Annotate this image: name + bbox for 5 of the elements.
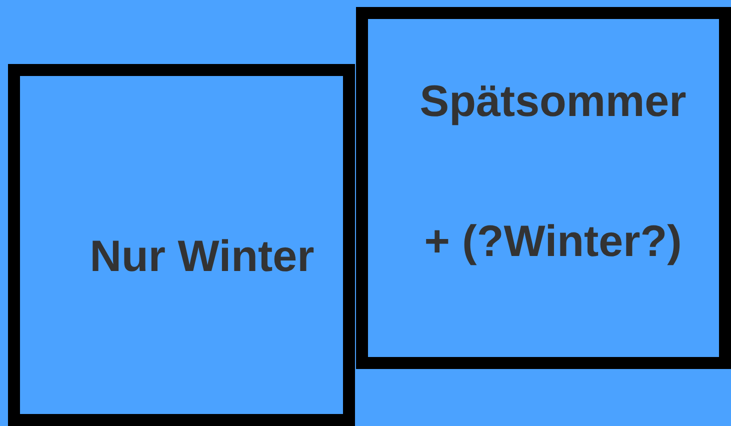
box-text: + (?Winter?) [423, 216, 683, 268]
box-heading: Spätsommer [418, 76, 688, 128]
text-box [356, 7, 731, 369]
box-text: Nur Winter [88, 231, 316, 283]
text-box [8, 64, 355, 426]
